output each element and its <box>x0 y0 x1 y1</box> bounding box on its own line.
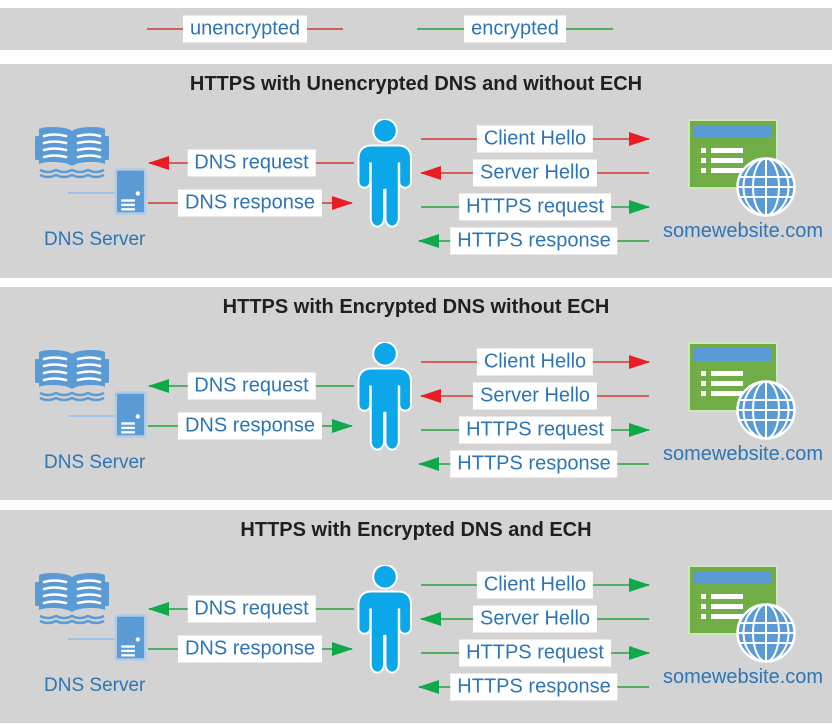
arrowhead-left-icon <box>418 234 439 248</box>
book-page-lines <box>42 579 102 605</box>
arrowhead-left-icon <box>420 389 441 403</box>
book-page-waves <box>39 614 105 625</box>
arrow-label: Server Hello <box>472 382 598 410</box>
legend-band: unencrypted encrypted <box>0 8 832 50</box>
book-icon <box>35 126 109 179</box>
panel-encrypted-dns-no-ech: HTTPS with Encrypted DNS without ECH DNS… <box>0 287 832 500</box>
arrow-label: HTTPS response <box>450 450 618 478</box>
browser-titlebar <box>694 571 772 584</box>
arrow-label: HTTPS response <box>450 227 618 255</box>
arrow-label: Client Hello <box>476 348 594 376</box>
panel-unencrypted-dns-no-ech: HTTPS with Unencrypted DNS and without E… <box>0 64 832 278</box>
arrow-label: DNS request <box>187 372 316 400</box>
browser-list-row <box>701 604 761 609</box>
arrow-label: DNS request <box>187 595 316 623</box>
arrowhead-right-icon <box>629 578 650 592</box>
server-icon <box>114 614 147 661</box>
browser-list-row <box>701 168 761 173</box>
arrow-label: DNS response <box>177 189 323 217</box>
arrowhead-right-icon <box>332 196 353 210</box>
arrowhead-right-icon <box>629 200 650 214</box>
panel-title: HTTPS with Unencrypted DNS and without E… <box>189 73 643 95</box>
website-label: somewebsite.com <box>663 666 824 688</box>
arrow-label: Client Hello <box>476 571 594 599</box>
legend-label-unencrypted: unencrypted <box>182 15 308 43</box>
arrowhead-right-icon <box>629 132 650 146</box>
book-icon <box>35 349 109 402</box>
arrowhead-left-icon <box>420 166 441 180</box>
arrow-label: DNS request <box>187 149 316 177</box>
browser-list-row <box>701 594 761 599</box>
browser-list-row <box>701 158 761 163</box>
website-label: somewebsite.com <box>663 220 824 242</box>
server-icon <box>114 391 147 438</box>
browser-titlebar <box>694 348 772 361</box>
website-label: somewebsite.com <box>663 443 824 465</box>
connector-line <box>68 638 116 640</box>
arrowhead-right-icon <box>629 355 650 369</box>
arrow-label: DNS response <box>177 635 323 663</box>
book-page-waves <box>39 168 105 179</box>
arrowhead-right-icon <box>629 646 650 660</box>
arrowhead-right-icon <box>332 642 353 656</box>
panel-title: HTTPS with Encrypted DNS without ECH <box>222 296 610 318</box>
person-icon <box>357 342 413 451</box>
globe-icon <box>736 157 796 217</box>
arrow-label: HTTPS request <box>459 416 611 444</box>
book-page-lines <box>42 133 102 159</box>
arrow-label: Server Hello <box>472 159 598 187</box>
arrow-label: Client Hello <box>476 125 594 153</box>
book-page-waves <box>39 391 105 402</box>
browser-list-row <box>701 391 761 396</box>
globe-icon <box>736 380 796 440</box>
person-icon <box>357 119 413 228</box>
arrow-label: HTTPS response <box>450 673 618 701</box>
panel-encrypted-dns-ech: HTTPS with Encrypted DNS and ECH DNS Ser… <box>0 510 832 723</box>
browser-list-row <box>701 371 761 376</box>
dns-server-label: DNS Server <box>44 452 146 473</box>
book-page-lines <box>42 356 102 382</box>
connector-line <box>68 192 116 194</box>
book-icon <box>35 572 109 625</box>
arrowhead-left-icon <box>148 379 169 393</box>
person-icon <box>357 565 413 674</box>
arrow-label: HTTPS request <box>459 639 611 667</box>
dns-server-label: DNS Server <box>44 229 146 250</box>
arrow-label: DNS response <box>177 412 323 440</box>
dns-server-label: DNS Server <box>44 675 146 696</box>
browser-list-row <box>701 614 761 619</box>
arrowhead-left-icon <box>420 612 441 626</box>
legend-label-encrypted: encrypted <box>464 15 566 43</box>
browser-titlebar <box>694 125 772 138</box>
arrowhead-left-icon <box>148 602 169 616</box>
arrow-label: Server Hello <box>472 605 598 633</box>
arrowhead-left-icon <box>418 680 439 694</box>
panel-title: HTTPS with Encrypted DNS and ECH <box>240 519 592 541</box>
arrowhead-right-icon <box>629 423 650 437</box>
connector-line <box>68 415 116 417</box>
browser-list-row <box>701 381 761 386</box>
browser-list-row <box>701 148 761 153</box>
globe-icon <box>736 603 796 663</box>
server-icon <box>114 168 147 215</box>
arrow-label: HTTPS request <box>459 193 611 221</box>
arrowhead-left-icon <box>148 156 169 170</box>
arrowhead-right-icon <box>332 419 353 433</box>
arrowhead-left-icon <box>418 457 439 471</box>
